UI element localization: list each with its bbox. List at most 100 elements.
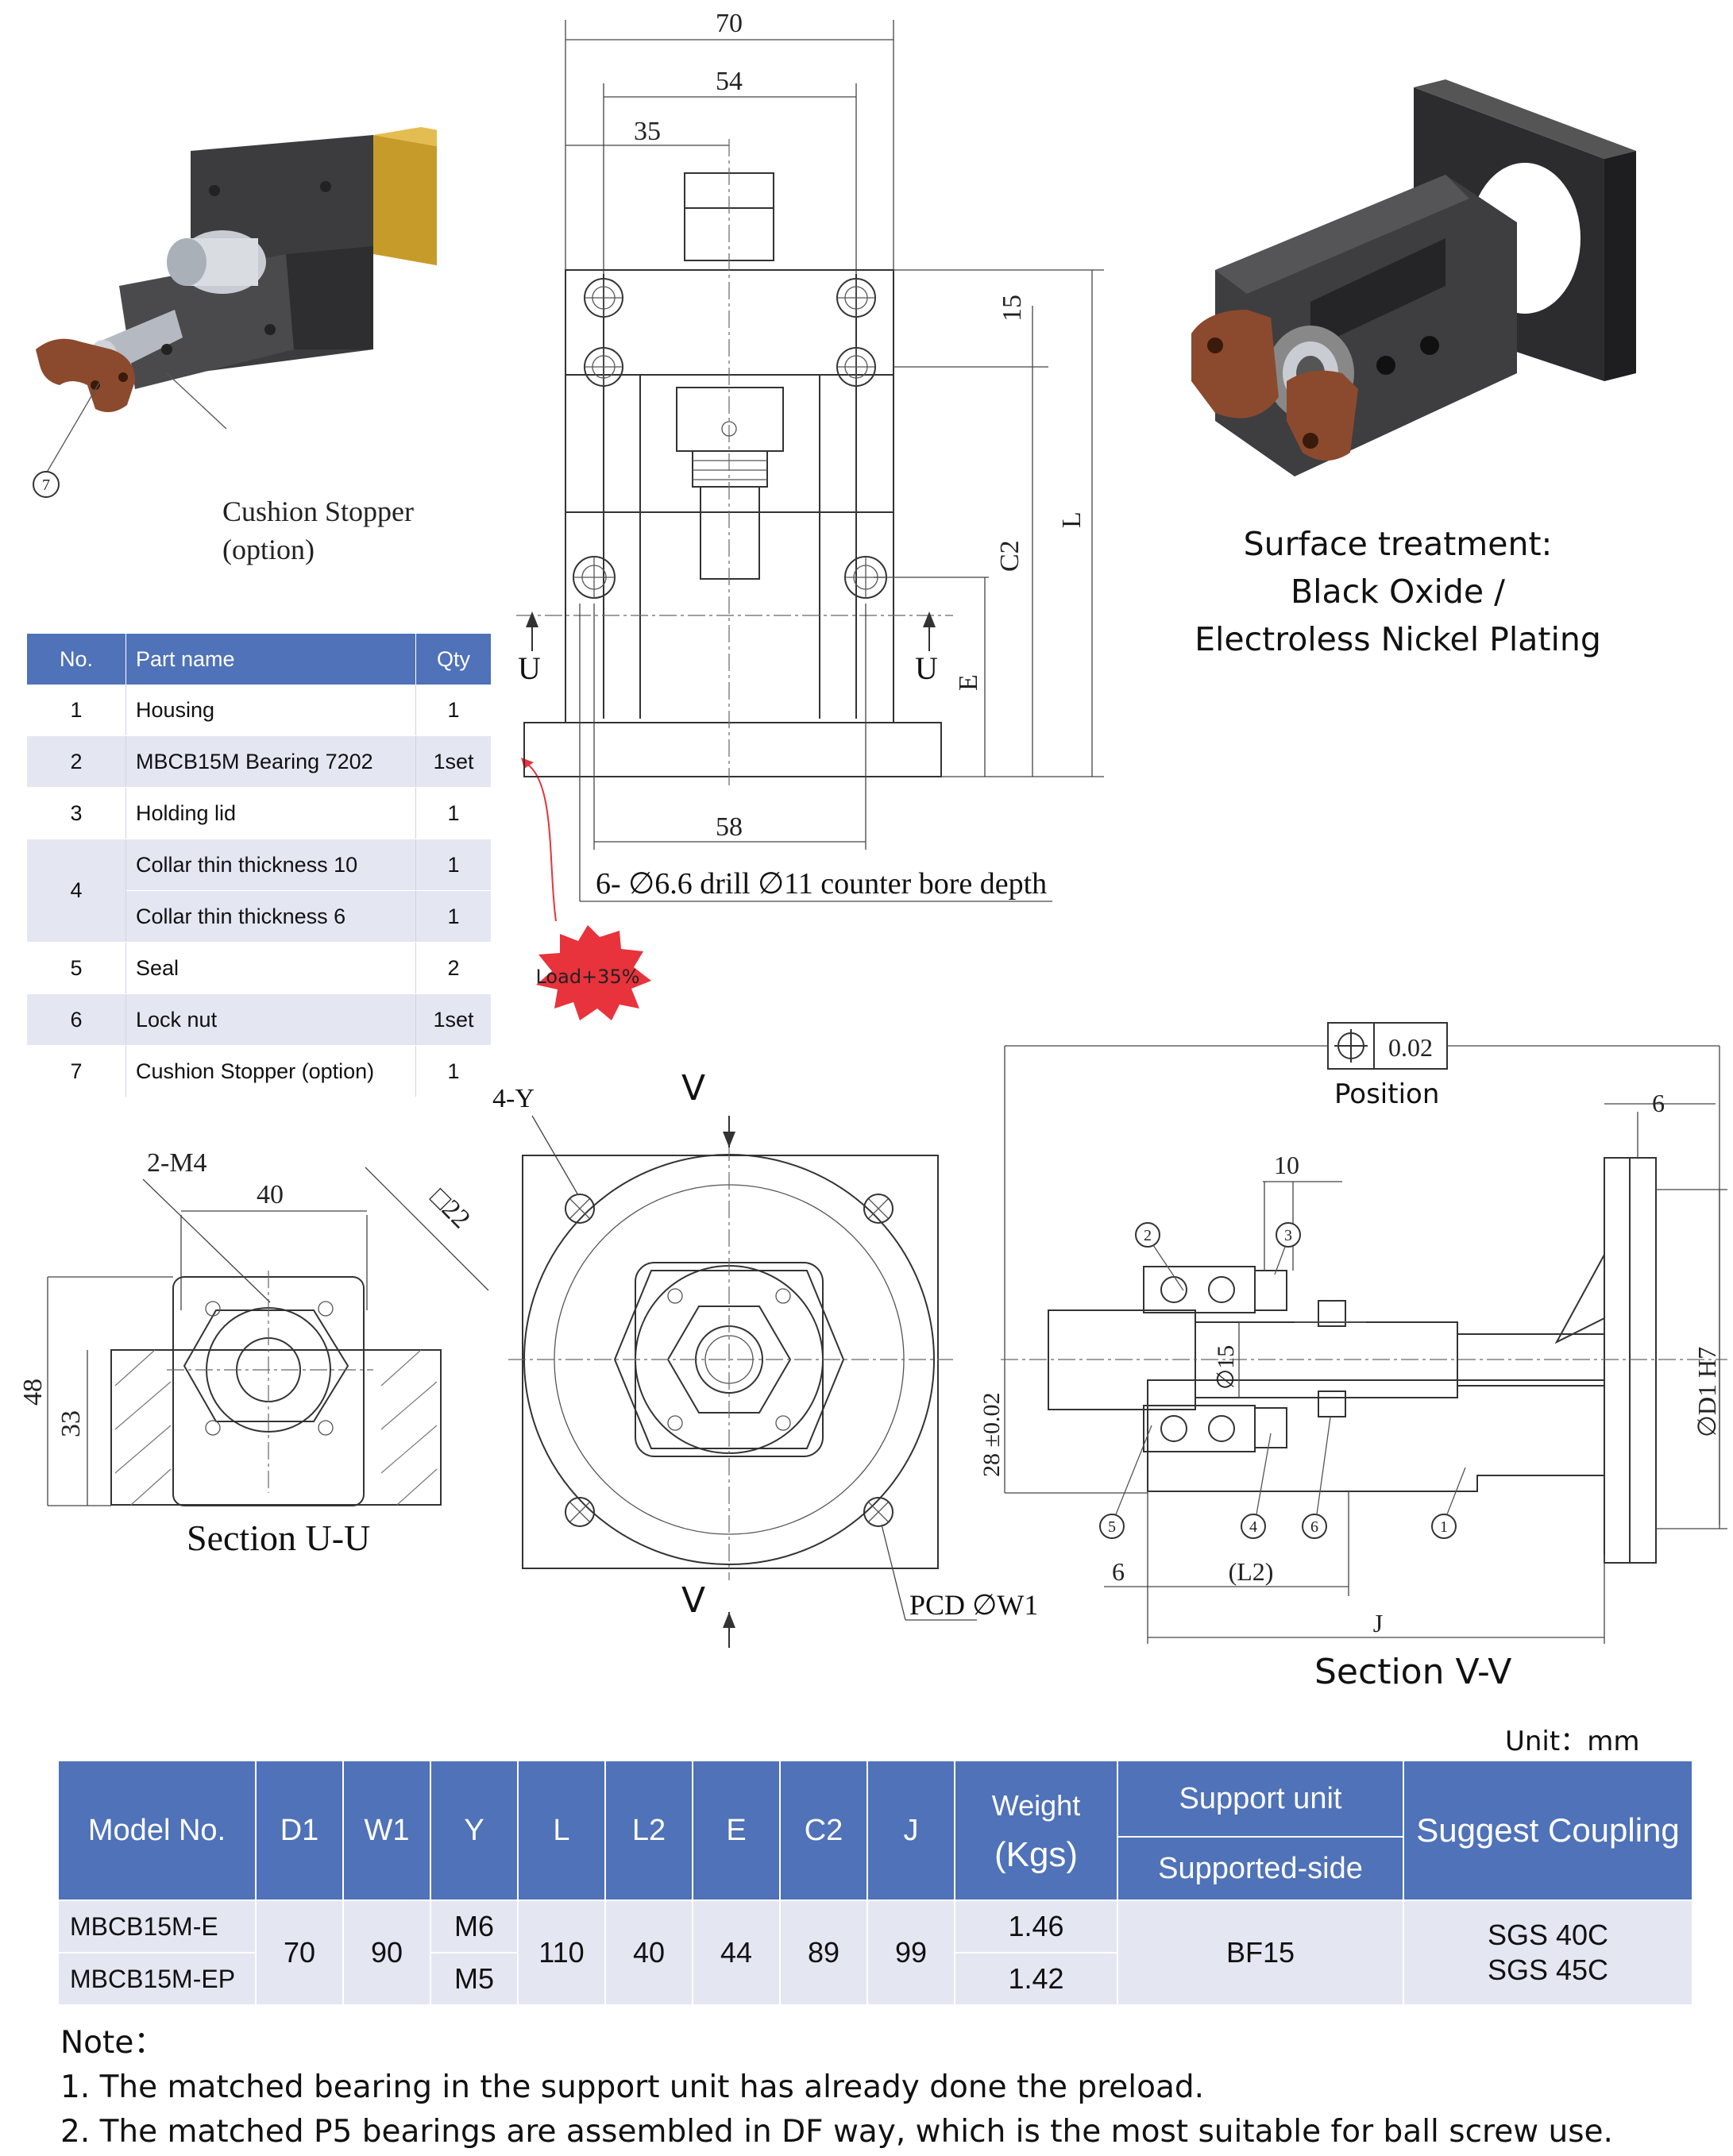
table-row: Collar thin thickness 6 1: [27, 890, 491, 943]
spec-header-supported-side: Supported-side: [1117, 1836, 1404, 1901]
dim-54: 54: [716, 67, 743, 96]
pcd-label: PCD ∅W1: [909, 1589, 1039, 1621]
section-uu-title: Section U-U: [187, 1518, 371, 1558]
bolt-hole: [573, 556, 616, 599]
callout-circle: 2: [1135, 1222, 1184, 1291]
spec-header-e: E: [693, 1761, 781, 1901]
dim-6-top: 6: [1652, 1089, 1665, 1117]
bolt-hole: [584, 347, 623, 387]
spec-header-l2: L2: [605, 1761, 693, 1901]
table-row: MBCB15M-EP M5 1.42: [59, 1953, 1692, 2006]
motor-block: [373, 135, 437, 266]
callout-circle: 5: [1099, 1425, 1152, 1539]
dim-2m4: 2-M4: [147, 1148, 207, 1178]
callout-7-circle: 7: [33, 471, 60, 498]
spec-header-j: J: [867, 1761, 955, 1901]
note-item: 2. The matched P5 bearings are assembled…: [60, 2114, 1613, 2150]
housing-illustration: [1191, 79, 1636, 476]
note-item: 1. The matched bearing in the support un…: [60, 2069, 1205, 2105]
bolt-hole: [836, 278, 876, 318]
notes-title: Note：: [60, 2025, 165, 2061]
dim-10: 10: [1274, 1151, 1299, 1179]
spec-header-d1: D1: [256, 1761, 344, 1901]
dim-48: 48: [18, 1379, 48, 1406]
dim-40: 40: [257, 1180, 284, 1209]
parts-header-qty: Qty: [415, 634, 491, 685]
mounting-hole: [565, 1194, 595, 1224]
dim-35: 35: [634, 117, 661, 146]
spec-header-w1: W1: [343, 1761, 431, 1901]
section-mark-v-top: V: [681, 1068, 706, 1109]
dim-phi15: ∅15: [1213, 1345, 1239, 1390]
spec-header-y: Y: [430, 1761, 519, 1901]
load-badge: Load+35%: [521, 758, 651, 1020]
parts-table: No. Part name Qty 1 Housing 1 2 MBCB15M …: [27, 634, 491, 1097]
dim-70: 70: [716, 9, 743, 38]
section-mark-v-bottom: V: [681, 1580, 706, 1621]
front-view-drawing: [508, 1115, 977, 1648]
dim-l2: (L2): [1229, 1557, 1274, 1586]
dim-d1: ∅D1 H7: [1692, 1347, 1721, 1437]
spec-header-weight: Weight (Kgs): [955, 1761, 1118, 1901]
spec-header-c2: C2: [780, 1761, 868, 1901]
top-view-drawing: 70 54 35: [516, 9, 1104, 902]
svg-text:5: 5: [1108, 1518, 1116, 1536]
section-vv-title: Section V-V: [1314, 1652, 1512, 1692]
table-row: 1 Housing 1: [27, 685, 491, 736]
dim-6-bottom: 6: [1112, 1557, 1125, 1586]
assembly-illustration: [36, 127, 437, 485]
cushion-stopper-label: Cushion Stopper (option): [222, 496, 415, 565]
svg-text:4: 4: [1249, 1518, 1257, 1536]
bolt-hole: [584, 278, 623, 318]
callout-circle: 6: [1302, 1417, 1331, 1539]
load-badge-text: Load+35%: [535, 966, 639, 988]
svg-text:2: 2: [1144, 1227, 1152, 1244]
cushion-stopper: [36, 338, 135, 412]
callout-circle: 1: [1431, 1467, 1466, 1539]
dim-15: 15: [998, 295, 1027, 322]
spec-header-support-unit: Support unit: [1117, 1761, 1404, 1838]
section-vv-drawing: 0.02 6 10 ∅15 28 ±0.02 ∅D1 H7 6 (L2) J: [978, 1022, 1727, 1644]
callout-7: 7: [42, 476, 50, 494]
callout-circle: 3: [1274, 1222, 1301, 1275]
table-row: 4 Collar thin thickness 10 1: [27, 839, 491, 943]
dim-58: 58: [716, 812, 743, 842]
mounting-hole: [863, 1497, 894, 1527]
unit-label: Unit：mm: [1505, 1726, 1640, 1757]
dim-e: E: [954, 674, 983, 691]
spec-header-coupling: Suggest Coupling: [1403, 1761, 1692, 1901]
load-starburst: [536, 925, 651, 1020]
dim-33: 33: [56, 1410, 86, 1437]
hatch-pattern: [114, 1349, 438, 1506]
parts-header-no: No.: [27, 634, 126, 685]
svg-text:1: 1: [1440, 1518, 1448, 1536]
dim-j: J: [1373, 1609, 1383, 1637]
spec-header-model: Model No.: [59, 1761, 257, 1901]
section-mark-u-right: U: [915, 650, 938, 686]
section-mark-u-left: U: [518, 650, 541, 686]
callout-circle: 4: [1241, 1433, 1272, 1539]
svg-text:6: 6: [1310, 1518, 1318, 1536]
dim-c2: C2: [995, 540, 1025, 572]
notes: Note： 1. The matched bearing in the supp…: [60, 2021, 1613, 2154]
table-row: 6 Lock nut 1set: [27, 993, 491, 1046]
spec-header-l: L: [518, 1761, 606, 1901]
table-row: 7 Cushion Stopper (option) 1: [27, 1045, 491, 1097]
section-uu-drawing: 48 33 40 2-M4 □22: [18, 1148, 489, 1506]
table-row: 5 Seal 2: [27, 942, 491, 994]
svg-text:3: 3: [1284, 1227, 1292, 1244]
bolt-hole: [836, 347, 876, 387]
surface-treatment-text: Surface treatment: Black Oxide / Electro…: [1195, 525, 1601, 658]
drill-note: 6- ∅6.6 drill ∅11 counter bore depth: [596, 867, 1048, 901]
dim-4y: 4-Y: [492, 1084, 535, 1113]
table-row: MBCB15M-E 70 90 M6 110 40 44 89 99 1.46 …: [59, 1900, 1692, 2006]
table-row: 2 MBCB15M Bearing 7202 1set: [27, 735, 491, 788]
dim-l: L: [1057, 511, 1087, 528]
spec-table: Model No. D1 W1 Y L L2 E C2 J Weight (Kg…: [59, 1761, 1692, 2006]
dim-sq22: □22: [424, 1182, 476, 1234]
mounting-hole: [565, 1497, 595, 1527]
parts-header-name: Part name: [125, 634, 416, 685]
position-label: Position: [1334, 1078, 1440, 1110]
mounting-hole: [863, 1194, 894, 1224]
load-arrow-line: [523, 762, 557, 922]
